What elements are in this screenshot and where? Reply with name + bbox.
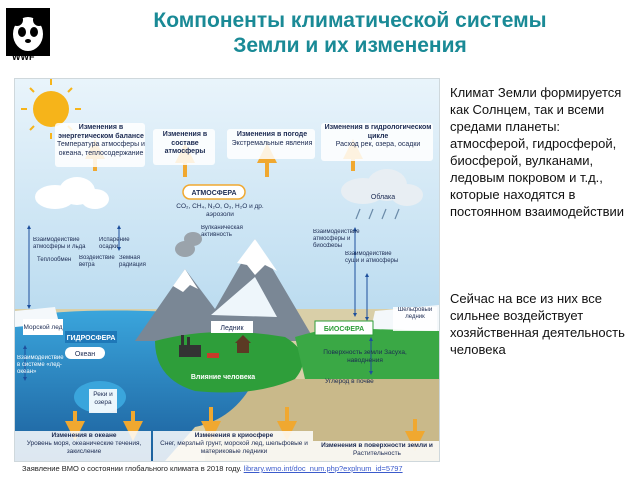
snow-cap-right — [237, 239, 277, 275]
source-footer: Заявление ВМО о состоянии глобального кл… — [22, 464, 632, 473]
cloud-icon — [35, 177, 109, 209]
land-change-box — [313, 441, 439, 461]
hydro-cycle-body: Расход рек, озера, осадки — [335, 141, 421, 148]
clouds-label: Облака — [371, 193, 395, 201]
evaporation-label: Испарение осадки — [99, 237, 130, 250]
hydro-cycle-head: Изменения в гидрологическом цикле — [324, 124, 432, 140]
glacier-box — [211, 321, 253, 333]
climate-description: Климат Земли формируется как Солнцем, та… — [450, 85, 625, 219]
energy-balance-body: Температура атмосферы и океана, теплосод… — [57, 141, 145, 157]
biosphere-label: БИОСФЕРА — [324, 326, 364, 333]
human-impact-label: Влияние человека — [191, 374, 255, 381]
radiation-label: Земная радиация — [119, 255, 146, 268]
weather-body: Экстремальные явления — [231, 139, 313, 147]
biosphere-box — [314, 320, 374, 336]
ice-atm-label: Взаимодействие атмосферы и льда — [33, 237, 86, 250]
top-label-boxes — [55, 123, 433, 167]
hydrosphere-box — [65, 331, 117, 343]
atmosphere-pill — [182, 184, 246, 200]
gases-label: CO₂, CH₄, N₂O, O₃, H₂O и др. аэрозоли — [176, 203, 264, 218]
human-impact-text: Сейчас на все из них все сильнее воздейс… — [450, 291, 625, 357]
atmosphere-label: АТМОСФЕРА — [191, 190, 236, 197]
carbon-label: Углерод в почве — [325, 378, 374, 385]
ice-ocean-label: Взаимодействие в системе «лед-океан» — [17, 355, 64, 375]
footer-text: Заявление ВМО о состоянии глобального кл… — [22, 464, 242, 473]
ocean-change-body: Уровень моря, океанические течения, заки… — [26, 440, 142, 455]
title-line-1: Компоненты климатической системы — [153, 9, 547, 32]
page-title: Компоненты климатической системы Земли и… — [60, 8, 640, 58]
smoke-icon — [175, 232, 202, 257]
heat-exchange-label: Теплообмен — [37, 257, 71, 263]
rivers-box — [89, 389, 117, 413]
wind-label: Воздействие ветра — [79, 255, 115, 268]
land-surface-label: Поверхность земли Засуха, наводнения — [323, 349, 407, 364]
interaction-arrows — [23, 225, 373, 381]
atm-bio-label: Взаимодействие атмосферы и биосферы — [313, 229, 360, 247]
land-change-head: Изменения в поверхности земли и — [321, 442, 433, 449]
cryo-change-head: Изменения в криосфере — [194, 432, 274, 439]
panda-icon — [6, 8, 50, 56]
hydrosphere-label: ГИДРОСФЕРА — [67, 335, 116, 342]
snow-cap-left — [173, 269, 198, 292]
ocean-pill — [65, 347, 105, 359]
rivers-label: Реки и озера — [93, 391, 113, 406]
shelf-box — [393, 307, 437, 331]
glacier-shape — [211, 277, 277, 317]
cryo-change-body: Снег, мерзлый грунт, морской лед, шельфо… — [160, 440, 308, 455]
sun-icon — [21, 79, 81, 139]
sea-ice-label: Морской лед — [24, 323, 63, 331]
car-icon — [207, 353, 219, 358]
cryo-change-box — [153, 431, 313, 461]
weather-head: Изменения в погоде — [236, 131, 308, 138]
land-change-body: Растительность — [353, 450, 401, 457]
logo-text: WWF — [12, 52, 35, 62]
ocean-change-box — [15, 431, 151, 461]
footer-link[interactable]: library.wmo.int/doc_num.php?explnum_id=5… — [243, 464, 403, 473]
ocean-label: Океан — [75, 351, 95, 358]
volcanic-label: Вулканическая активность — [201, 225, 243, 238]
ocean-change-head: Изменения в океане — [51, 432, 117, 439]
rain-cloud-icon — [341, 169, 423, 220]
energy-balance-head: Изменения в энергетическом балансе — [58, 124, 144, 140]
house-icon — [235, 335, 251, 353]
title-line-2: Земли и их изменения — [233, 34, 467, 57]
shelf-label: Шельфовый ледник — [397, 307, 433, 320]
factory-icon — [179, 335, 201, 357]
land-atm-label: Взаимодействие суши и атмосферы — [345, 251, 399, 264]
biosphere-land — [295, 323, 439, 379]
glacier-label: Ледник — [220, 325, 244, 332]
composition-head: Изменения в составе атмосферы — [162, 131, 208, 155]
sea-ice-box — [23, 319, 63, 335]
